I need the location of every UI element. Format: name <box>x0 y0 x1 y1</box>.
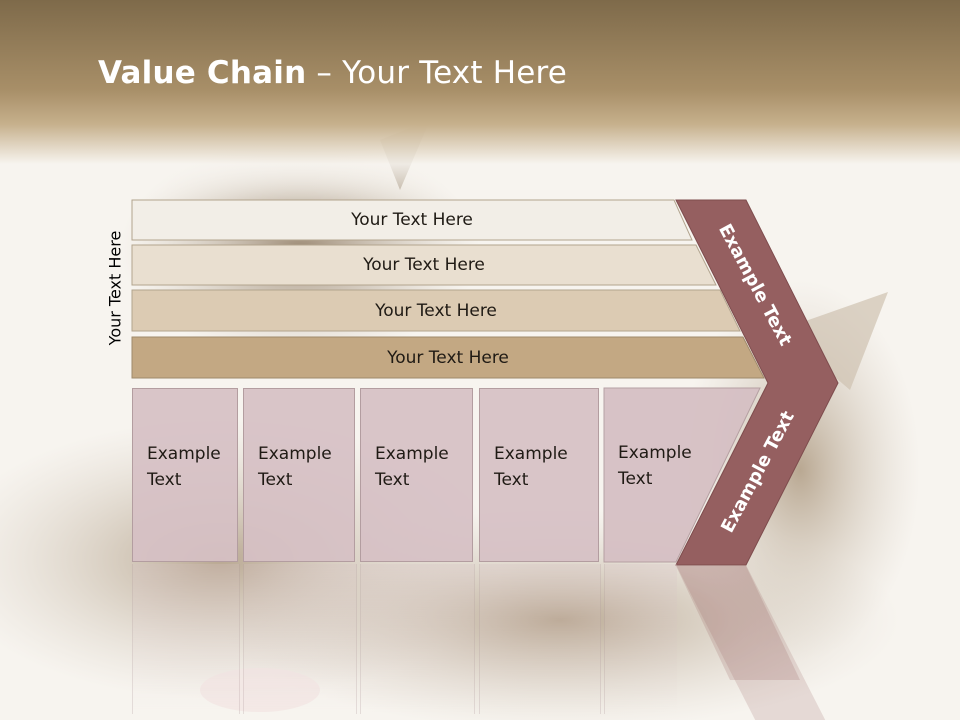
cards-reflection <box>0 564 960 720</box>
slide-title: Value Chain – Your Text Here <box>98 55 567 91</box>
reflection-inner <box>0 564 960 720</box>
card-5: Example Text <box>604 388 704 562</box>
card-1-line2: Text <box>147 470 182 490</box>
band-4-shape <box>131 336 765 379</box>
chevron-reflection <box>676 565 826 720</box>
band-1-shape <box>131 199 693 241</box>
band-3-shape <box>131 289 741 332</box>
header-band <box>0 0 960 200</box>
card-3-line2: Text <box>375 470 410 490</box>
card-3-line1: Example <box>375 444 449 464</box>
card-2-line1: Example <box>258 444 332 464</box>
card-5-line2: Text <box>618 469 653 489</box>
band-2-shape <box>131 244 717 286</box>
card-4-line1: Example <box>494 444 568 464</box>
card-3: Example Text <box>360 388 473 562</box>
reflection-card-4 <box>479 564 601 714</box>
reflection-card-2 <box>243 564 357 714</box>
chevron-reflection-lower <box>676 566 800 680</box>
card-5-shape <box>603 387 761 563</box>
band-1: Your Text Here <box>351 210 473 230</box>
title-bold: Value Chain <box>98 55 307 91</box>
band-3: Your Text Here <box>375 300 497 321</box>
reflection-card-5 <box>604 564 677 714</box>
card-1-line1: Example <box>147 444 221 464</box>
reflection-card-3 <box>360 564 475 714</box>
card-2-line2: Text <box>258 470 293 490</box>
band-4: Your Text Here <box>387 347 509 368</box>
card-4-line2: Text <box>494 470 529 490</box>
reflection-card-1 <box>132 564 240 714</box>
card-2: Example Text <box>243 388 355 562</box>
card-4: Example Text <box>479 388 599 562</box>
title-rest: – Your Text Here <box>306 55 568 91</box>
card-5-line1: Example <box>618 443 692 463</box>
band-2: Your Text Here <box>363 255 485 275</box>
card-1: Example Text <box>132 388 238 562</box>
chevron-shape <box>675 199 839 566</box>
